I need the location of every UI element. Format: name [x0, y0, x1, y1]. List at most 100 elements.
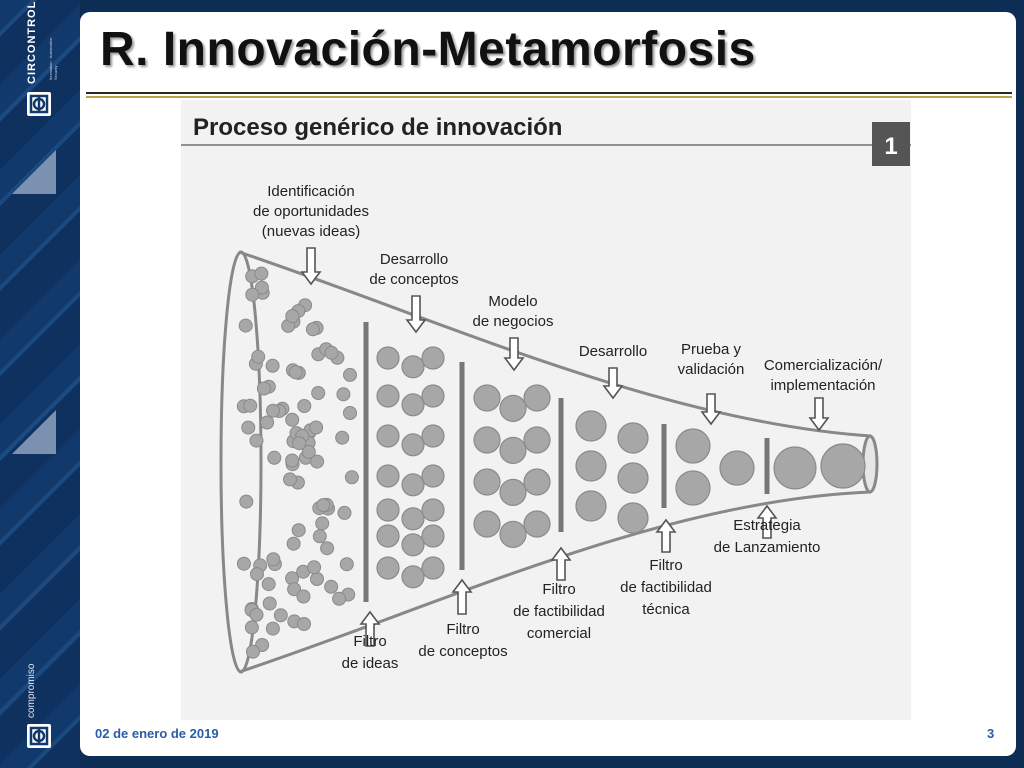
idea-bubble [273, 608, 288, 623]
funnel-top-edge [238, 250, 872, 438]
arrow-down-icon [503, 337, 525, 372]
concept-bubble [523, 426, 551, 454]
idea-bubble [310, 454, 325, 469]
idea-bubble [312, 529, 327, 544]
concept-bubble [421, 384, 445, 408]
arrow-up-icon [359, 610, 381, 647]
concept-bubble [421, 524, 445, 548]
idea-bubble [262, 596, 277, 611]
concept-bubble [617, 422, 649, 454]
concept-bubble [401, 433, 425, 457]
idea-bubble [266, 403, 280, 418]
decor-triangle [12, 410, 56, 454]
concept-bubble [675, 428, 711, 464]
concept-bubble [376, 424, 400, 448]
arrow-down-icon [700, 393, 722, 426]
idea-bubble [260, 415, 275, 430]
title-divider [86, 92, 1012, 94]
filter-bars [363, 322, 770, 602]
concept-bubble [617, 502, 649, 534]
concept-bubble [773, 446, 817, 490]
concept-bubble [401, 393, 425, 417]
idea-bubble [332, 591, 347, 606]
concept-bubble [376, 464, 400, 488]
concept-bubble [523, 468, 551, 496]
idea-bubble [309, 420, 324, 435]
idea-bubble [283, 472, 297, 487]
concept-bubble [575, 450, 607, 482]
arrow-up-icon [451, 578, 473, 615]
circontrol-logo-icon [27, 724, 51, 748]
idea-bubble [336, 387, 351, 402]
concept-bubble [499, 520, 527, 548]
svg-text:Comercialización/implementació: Comercialización/implementación [764, 357, 883, 394]
concept-bubble [473, 510, 501, 538]
idea-bubble [236, 556, 251, 571]
circontrol-logo-icon [27, 92, 51, 116]
idea-bubble [261, 577, 276, 592]
page-number: 3 [987, 726, 995, 741]
concept-bubble [523, 510, 551, 538]
concept-bubble [719, 450, 755, 486]
concept-bubble [499, 394, 527, 422]
concept-bubble [421, 464, 445, 488]
concept-bubble [617, 462, 649, 494]
concept-bubble [401, 565, 425, 589]
number-badge-text: 1 [884, 133, 897, 160]
idea-bubble [288, 365, 303, 380]
concept-bubble [499, 478, 527, 506]
idea-bubble [343, 367, 357, 382]
number-badge [872, 122, 910, 166]
idea-bubble [265, 358, 280, 373]
decor-triangle [12, 150, 56, 194]
idea-bubble [285, 412, 300, 427]
idea-bubble [256, 381, 271, 396]
idea-bubble [310, 572, 324, 586]
concept-bubble [473, 384, 501, 412]
idea-bubble [265, 621, 280, 636]
idea-bubble [243, 398, 258, 413]
concept-bubble [376, 556, 400, 580]
concept-bubble [575, 410, 607, 442]
idea-bubble [292, 436, 307, 451]
concept-bubble [421, 346, 445, 370]
idea-bubble [249, 607, 264, 622]
idea-bubble [297, 399, 312, 413]
arrow-down-icon [300, 247, 322, 286]
concept-bubble [523, 384, 551, 412]
concept-bubble [401, 507, 425, 531]
idea-bubble [244, 620, 259, 635]
concept-bubble [401, 355, 425, 379]
idea-bubble [286, 536, 301, 551]
concept-bubble [376, 346, 400, 370]
idea-bubble [339, 557, 354, 572]
arrow-down-icon [405, 295, 427, 334]
idea-bubble [315, 516, 330, 531]
arrow-up-icon [756, 504, 778, 539]
arrow-down-icon [808, 397, 830, 432]
idea-bubble [249, 433, 264, 448]
slide-canvas: R. Innovación-Metamorfosis Proceso genér… [80, 12, 1016, 756]
idea-bubble [316, 498, 331, 513]
idea-bubble [297, 617, 311, 631]
idea-bubble [267, 450, 282, 465]
slide-title: R. Innovación-Metamorfosis [100, 23, 756, 76]
arrow-down-icon [602, 367, 624, 400]
concept-bubble [421, 498, 445, 522]
idea-bubble [335, 430, 350, 445]
idea-bubble [254, 266, 269, 281]
idea-bubble [343, 406, 357, 420]
innovation-funnel-diagram: Proceso genérico de innovación 1 Identif… [181, 114, 911, 674]
motto-text: compromiso [26, 663, 37, 719]
idea-bubble [344, 470, 359, 485]
